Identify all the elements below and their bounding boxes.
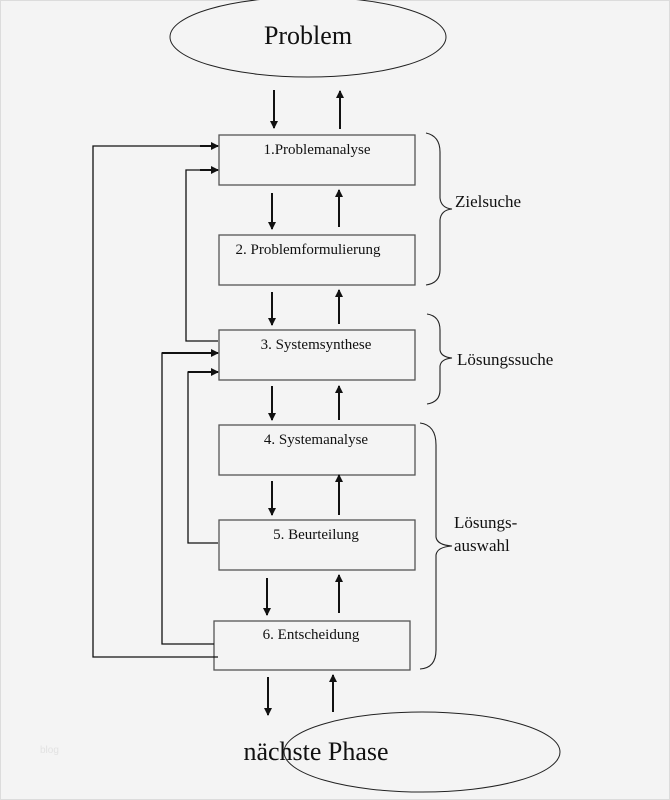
feedback-3-to-1	[185, 169, 218, 342]
step-label: 6. Entscheidung	[263, 627, 360, 643]
start-node: Problem	[169, 0, 447, 78]
step-box-5: 5. Beurteilung	[218, 519, 416, 571]
group-label-loesungsauswahl-line2: auswahl	[454, 536, 510, 555]
feedback-5-to-3	[187, 371, 218, 544]
step-box-4: 4. Systemanalyse	[218, 424, 416, 476]
step-label: 4. Systemanalyse	[264, 432, 368, 448]
end-node: nächste Phase	[243, 711, 561, 793]
brace-zielsuche	[425, 132, 453, 286]
brace-loesungssuche	[426, 313, 453, 405]
step-box-3: 3. Systemsynthese	[218, 329, 416, 381]
brace-loesungsauswahl	[419, 422, 453, 670]
end-label: nächste Phase	[243, 737, 388, 766]
step-box-1: 1.Problemanalyse	[218, 134, 416, 186]
step-label: 2. Problemformulierung	[236, 242, 381, 258]
step-label: 5. Beurteilung	[273, 527, 359, 543]
step-box-2: 2. Problemformulierung	[218, 234, 416, 286]
group-label-loesungssuche: Lösungssuche	[457, 350, 553, 369]
watermark: blog	[40, 745, 59, 756]
step-label: 1.Problemanalyse	[263, 142, 370, 158]
start-label: Problem	[264, 21, 352, 50]
feedback-6-to-1	[92, 145, 218, 658]
group-label-loesungsauswahl-line1: Lösungs-	[454, 513, 518, 532]
step-label: 3. Systemsynthese	[261, 337, 372, 353]
step-box-6: 6. Entscheidung	[213, 620, 411, 671]
group-label-zielsuche: Zielsuche	[455, 192, 521, 211]
